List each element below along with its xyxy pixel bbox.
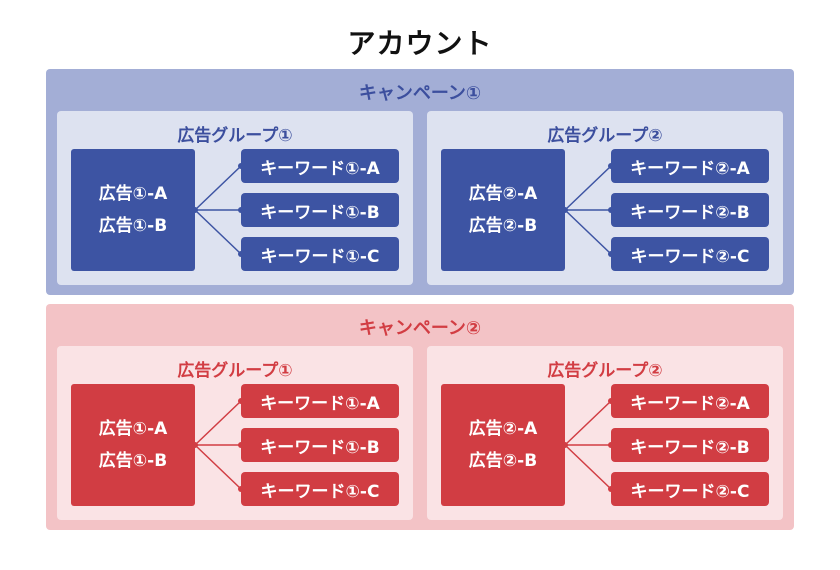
keyword-box: キーワード①-A	[241, 149, 399, 183]
ad-item: 広告②-A	[468, 419, 538, 439]
ad-group-1: 広告グループ① 広告①-A 広告①-B キーワード①-A キーワード①-B キー…	[57, 346, 413, 520]
connector-lines	[192, 163, 244, 257]
connector-line	[194, 165, 242, 211]
campaign-1: キャンペーン① 広告グループ① 広告①-A 広告①-B キーワード①-A キーワ…	[46, 69, 794, 295]
ad-item: 広告②-A	[468, 184, 538, 204]
ads-box: 広告①-A 広告①-B	[71, 384, 195, 506]
connector-line	[564, 444, 612, 490]
ad-group-1: 広告グループ① 広告①-A 広告①-B キーワード①-A キーワード①-B キー…	[57, 111, 413, 285]
ad-item: 広告①-B	[98, 451, 168, 471]
campaign-2: キャンペーン② 広告グループ① 広告①-A 広告①-B キーワード①-A キーワ…	[46, 304, 794, 530]
connector-lines	[192, 398, 244, 492]
connector-line	[194, 209, 242, 255]
keyword-box: キーワード②-C	[611, 237, 769, 271]
keyword-box: キーワード①-C	[241, 472, 399, 506]
ad-group-title: 広告グループ②	[547, 126, 663, 146]
connector-dot	[192, 442, 198, 448]
ads-box: 広告②-A 広告②-B	[441, 384, 565, 506]
campaign-title: キャンペーン②	[358, 318, 482, 339]
ads-box: 広告②-A 広告②-B	[441, 149, 565, 271]
connector-line	[564, 209, 612, 255]
account-title: アカウント	[347, 27, 493, 60]
keyword-box: キーワード①-C	[241, 237, 399, 271]
ad-group-title: 広告グループ①	[177, 126, 293, 146]
ad-item: 広告②-B	[468, 216, 538, 236]
connector-dot	[192, 207, 198, 213]
keyword-box: キーワード①-B	[241, 193, 399, 227]
ad-item: 広告①-A	[98, 419, 168, 439]
ad-group-2: 広告グループ② 広告②-A 広告②-B キーワード②-A キーワード②-B キー…	[427, 346, 783, 520]
connector-lines	[562, 398, 614, 492]
connector-dot	[562, 207, 568, 213]
ad-item: 広告①-A	[98, 184, 168, 204]
ad-item: 広告①-B	[98, 216, 168, 236]
keyword-box: キーワード②-B	[611, 428, 769, 462]
connector-dot	[562, 442, 568, 448]
connector-line	[564, 400, 612, 446]
connector-line	[194, 400, 242, 446]
ad-group-title: 広告グループ②	[547, 361, 663, 381]
keyword-box: キーワード②-A	[611, 149, 769, 183]
ad-group-2: 広告グループ② 広告②-A 広告②-B キーワード②-A キーワード②-B キー…	[427, 111, 783, 285]
connector-line	[564, 165, 612, 211]
campaign-title: キャンペーン①	[358, 83, 482, 104]
ad-item: 広告②-B	[468, 451, 538, 471]
connector-lines	[562, 163, 614, 257]
keyword-box: キーワード②-C	[611, 472, 769, 506]
ads-box: 広告①-A 広告①-B	[71, 149, 195, 271]
keyword-box: キーワード①-B	[241, 428, 399, 462]
keyword-box: キーワード②-B	[611, 193, 769, 227]
connector-line	[194, 444, 242, 490]
keyword-box: キーワード①-A	[241, 384, 399, 418]
keyword-box: キーワード②-A	[611, 384, 769, 418]
ad-group-title: 広告グループ①	[177, 361, 293, 381]
